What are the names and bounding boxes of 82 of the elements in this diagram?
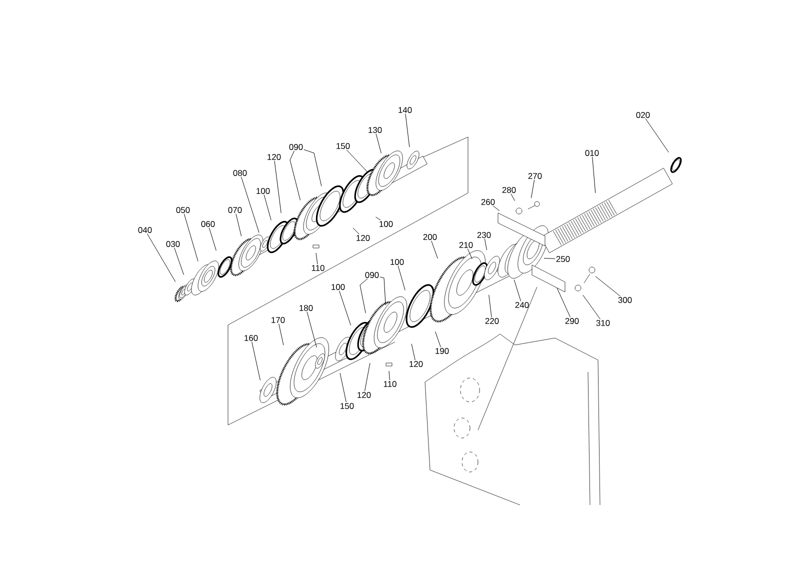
leader-line	[435, 331, 441, 348]
callout-number: 240	[515, 302, 529, 308]
callout-number: 150	[336, 143, 350, 149]
leader-line	[274, 160, 282, 214]
callout-number: 090	[289, 144, 303, 150]
leader-line	[582, 294, 601, 320]
callout-number: 300	[618, 297, 632, 303]
leader-line	[208, 228, 216, 251]
leader-line	[236, 214, 242, 236]
leader-line	[306, 312, 317, 348]
leader-line	[339, 290, 352, 326]
leader-line	[514, 279, 522, 302]
callout-number: 260	[481, 199, 495, 205]
callout-number: 100	[390, 259, 404, 265]
callout-number: 140	[398, 107, 412, 113]
callout-number: 040	[138, 227, 152, 233]
callout-number: 190	[436, 348, 449, 354]
leader-line	[240, 176, 260, 233]
callout-number: 290	[565, 318, 579, 324]
callout-number: 120	[358, 392, 371, 398]
leader-line	[488, 294, 492, 318]
leader-line	[556, 288, 571, 318]
leader-line	[304, 149, 322, 186]
leader-line	[380, 276, 386, 306]
leader-line	[364, 362, 370, 392]
callout-number: 100	[256, 188, 270, 194]
callout-number: 150	[340, 403, 354, 409]
callout-number: 280	[502, 187, 516, 193]
callout-number: 220	[485, 318, 499, 324]
leader-line	[264, 194, 272, 220]
callout-number: 110	[312, 265, 324, 271]
callout-number: 010	[585, 150, 599, 156]
callout-number: 200	[423, 234, 437, 240]
leader-line	[316, 252, 318, 264]
callout-number: 230	[477, 232, 491, 238]
callout-number: 110	[384, 381, 396, 387]
leader-line	[376, 216, 381, 220]
callout-number: 180	[300, 305, 313, 311]
callout-number: 120	[356, 235, 370, 241]
leader-line	[510, 194, 515, 202]
leader-line	[398, 266, 406, 291]
callout-number: 080	[233, 170, 247, 176]
callout-number: 130	[368, 127, 382, 133]
leader-line	[290, 150, 301, 200]
leader-line	[492, 206, 500, 211]
callout-number: 120	[410, 361, 423, 367]
callout-number: 090	[365, 272, 379, 278]
leader-line	[592, 156, 596, 194]
leader-line	[467, 248, 472, 260]
callout-number: 170	[272, 317, 285, 323]
leader-line	[484, 238, 487, 250]
callout-number: 020	[636, 112, 650, 118]
callout-number: 270	[528, 173, 542, 179]
callout-number: 160	[244, 335, 258, 341]
leader-line	[360, 278, 368, 314]
leader-line	[431, 240, 438, 259]
callout-number: 310	[596, 320, 610, 326]
callout-number: 050	[176, 207, 190, 213]
leader-line	[184, 214, 198, 262]
callout-number: 100	[380, 221, 393, 227]
leader-line	[595, 276, 620, 296]
callout-number: 250	[556, 256, 570, 262]
callout-number: 070	[228, 207, 242, 213]
leader-line	[174, 248, 184, 275]
leader-line	[405, 114, 410, 148]
leader-line	[278, 324, 284, 346]
leader-line	[376, 134, 382, 154]
leader-line	[352, 228, 360, 234]
leader-line	[340, 372, 346, 402]
leader-line	[645, 118, 669, 153]
leader-line	[544, 258, 556, 259]
leader-line	[146, 234, 176, 282]
leader-line	[346, 150, 368, 174]
leader-line	[252, 342, 260, 381]
callout-number: 120	[268, 154, 281, 160]
leader-line	[388, 370, 390, 380]
leader-line	[411, 344, 416, 360]
callout-number: 030	[166, 241, 180, 247]
callout-number: 060	[201, 221, 215, 227]
leader-line	[530, 180, 535, 198]
callout-number: 210	[459, 242, 473, 248]
callout-number: 100	[332, 284, 345, 290]
